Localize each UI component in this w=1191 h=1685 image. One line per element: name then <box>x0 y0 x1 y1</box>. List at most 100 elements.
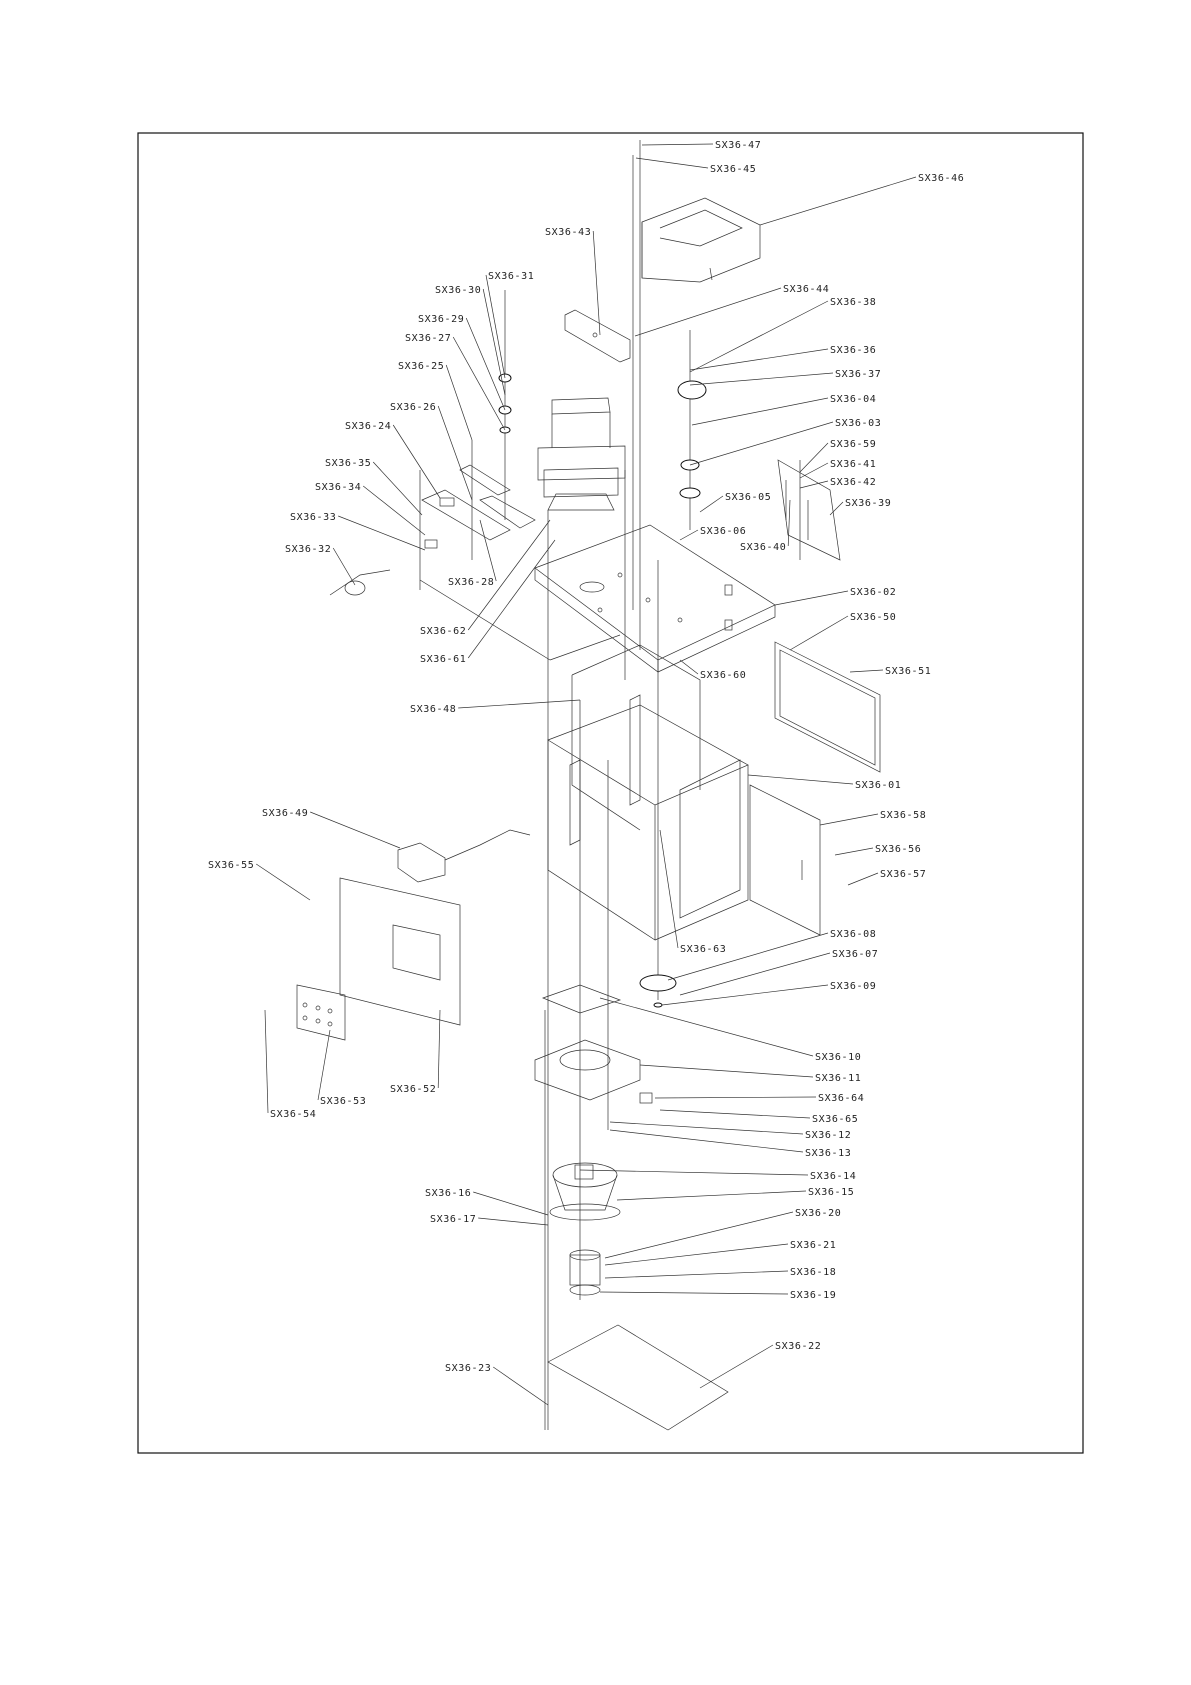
part-label-sx36-01: SX36-01 <box>855 780 901 791</box>
leader-line <box>799 480 829 489</box>
part-label-sx36-58: SX36-58 <box>880 810 926 821</box>
leader-line <box>789 615 849 651</box>
drawing-frame <box>137 132 1084 1454</box>
part-label-sx36-21: SX36-21 <box>790 1240 836 1251</box>
small-parts <box>498 373 707 1008</box>
part-label-sx36-40: SX36-40 <box>740 542 786 553</box>
leader-line <box>599 1291 789 1295</box>
part-label-sx36-31: SX36-31 <box>488 271 534 282</box>
motor-and-base <box>549 1162 621 1296</box>
part-label-sx36-02: SX36-02 <box>850 587 896 598</box>
part-label-sx36-08: SX36-08 <box>830 929 876 940</box>
part-label-sx36-11: SX36-11 <box>815 1073 861 1084</box>
leader-line <box>679 659 699 675</box>
part-label-sx36-64: SX36-64 <box>818 1093 864 1104</box>
part-label-sx36-26: SX36-26 <box>390 402 436 413</box>
leader-line <box>689 300 829 373</box>
leader-line <box>819 813 879 826</box>
leader-line <box>699 495 724 513</box>
leader-line <box>482 288 506 396</box>
part-label-sx36-27: SX36-27 <box>405 333 451 344</box>
upper-hopper-frame <box>537 397 626 511</box>
part-label-sx36-06: SX36-06 <box>700 526 746 537</box>
leader-line <box>473 1191 549 1216</box>
part-label-sx36-23: SX36-23 <box>445 1363 491 1374</box>
leader-line <box>849 669 884 673</box>
leader-line <box>634 287 782 337</box>
leader-line <box>787 499 791 547</box>
leader-line <box>799 442 829 473</box>
part-label-sx36-14: SX36-14 <box>810 1171 856 1182</box>
leader-line <box>467 539 556 659</box>
part-label-sx36-47: SX36-47 <box>715 140 761 151</box>
part-label-sx36-18: SX36-18 <box>790 1267 836 1278</box>
leader-line <box>679 952 831 996</box>
part-label-sx36-35: SX36-35 <box>325 458 371 469</box>
leader-line <box>437 1009 441 1089</box>
part-label-sx36-62: SX36-62 <box>420 626 466 637</box>
control-panel <box>296 829 531 1041</box>
leader-line <box>847 872 879 886</box>
leader-line <box>338 515 426 551</box>
leader-line <box>485 274 506 379</box>
part-label-sx36-38: SX36-38 <box>830 297 876 308</box>
leader-line <box>604 1270 789 1279</box>
leader-line <box>604 1211 794 1259</box>
leader-line <box>465 317 506 411</box>
leader-line <box>689 348 829 371</box>
leader-line <box>609 1121 804 1135</box>
leader-line <box>829 501 844 516</box>
top-cover <box>641 197 761 283</box>
part-label-sx36-48: SX36-48 <box>410 704 456 715</box>
right-side-frame <box>777 459 841 561</box>
part-label-sx36-25: SX36-25 <box>398 361 444 372</box>
part-label-sx36-24: SX36-24 <box>345 421 391 432</box>
part-label-sx36-10: SX36-10 <box>815 1052 861 1063</box>
part-label-sx36-07: SX36-07 <box>832 949 878 960</box>
lower-plates <box>534 984 653 1104</box>
part-label-sx36-28: SX36-28 <box>448 577 494 588</box>
part-label-sx36-45: SX36-45 <box>710 164 756 175</box>
part-label-sx36-46: SX36-46 <box>918 173 964 184</box>
leader-line <box>372 461 423 516</box>
top-plate <box>534 524 776 673</box>
leader-line <box>467 519 551 631</box>
leader-line <box>392 424 441 499</box>
part-label-sx36-55: SX36-55 <box>208 860 254 871</box>
part-label-sx36-53: SX36-53 <box>320 1096 366 1107</box>
leader-line <box>659 829 679 949</box>
leader-line <box>437 405 473 501</box>
part-label-sx36-61: SX36-61 <box>420 654 466 665</box>
leader-line <box>592 230 601 336</box>
part-label-sx36-56: SX36-56 <box>875 844 921 855</box>
part-label-sx36-54: SX36-54 <box>270 1109 316 1120</box>
part-label-sx36-42: SX36-42 <box>830 477 876 488</box>
part-label-sx36-51: SX36-51 <box>885 666 931 677</box>
leader-line <box>699 1344 774 1389</box>
part-label-sx36-30: SX36-30 <box>435 285 481 296</box>
part-label-sx36-09: SX36-09 <box>830 981 876 992</box>
part-label-sx36-65: SX36-65 <box>812 1114 858 1125</box>
part-label-sx36-12: SX36-12 <box>805 1130 851 1141</box>
axis-lines <box>419 140 801 1430</box>
part-labels: SX36-47SX36-45SX36-46SX36-43SX36-31SX36-… <box>208 140 964 1374</box>
side-door <box>749 784 821 936</box>
leader-line <box>332 547 356 586</box>
part-label-sx36-34: SX36-34 <box>315 482 361 493</box>
leader-line <box>479 519 497 582</box>
leader-line <box>493 1366 549 1406</box>
part-label-sx36-04: SX36-04 <box>830 394 876 405</box>
glass-door <box>774 641 881 773</box>
leader-line <box>759 176 917 226</box>
leader-line <box>799 462 829 479</box>
leader-line <box>747 774 854 785</box>
part-label-sx36-50: SX36-50 <box>850 612 896 623</box>
leader-line <box>609 1129 804 1153</box>
left-motor-assembly <box>329 464 621 661</box>
leader-line <box>659 1109 811 1119</box>
part-label-sx36-60: SX36-60 <box>700 670 746 681</box>
part-label-sx36-49: SX36-49 <box>262 808 308 819</box>
leader-line <box>579 1169 809 1176</box>
part-label-sx36-37: SX36-37 <box>835 369 881 380</box>
leader-line <box>679 529 699 541</box>
